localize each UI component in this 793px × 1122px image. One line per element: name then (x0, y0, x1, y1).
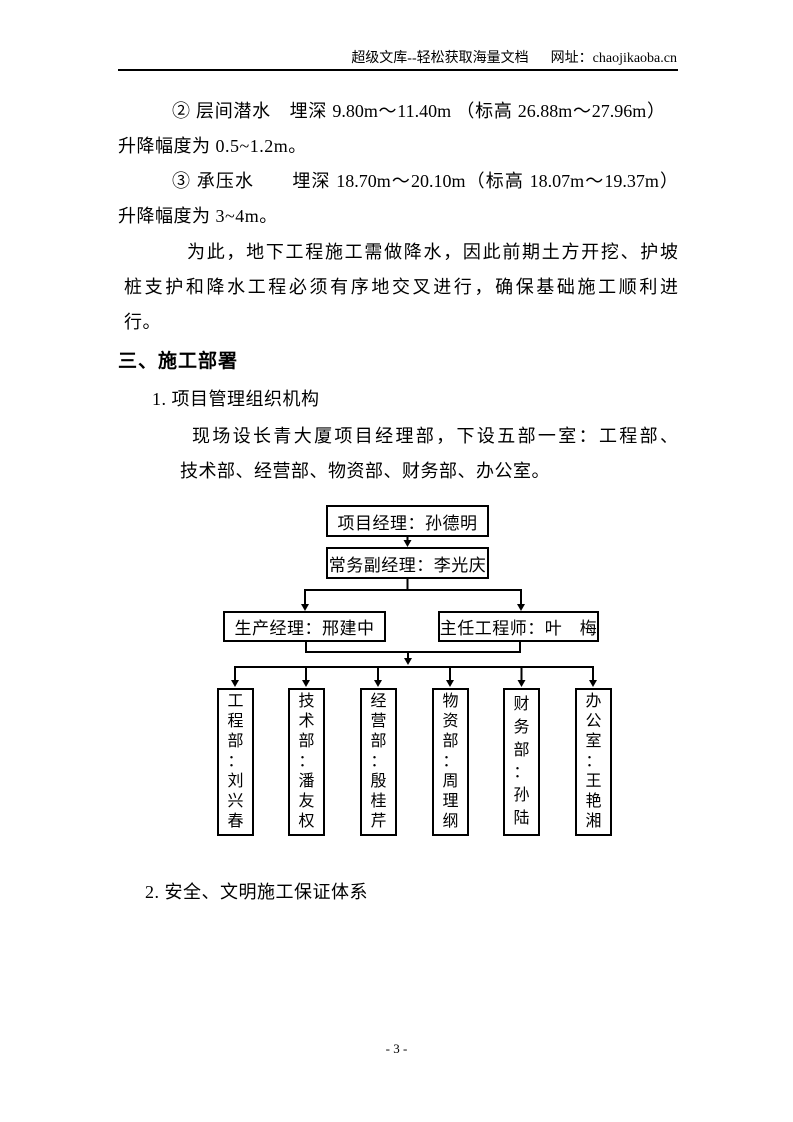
dept-char: ： (227, 753, 244, 770)
dept-char: 陆 (513, 810, 530, 828)
paragraph-item3-line1: ③ 承压水 埋深 18.70m～20.10m（标高 18.07m～19.37m） (172, 171, 678, 191)
paragraph-summary-line3: 行。 (124, 312, 161, 332)
dept-char: 刘 (227, 773, 244, 790)
dept-char: 艳 (585, 793, 602, 810)
dept-char: 资 (442, 713, 459, 730)
box-deputy-manager: 常务副经理：李光庆 (326, 547, 489, 579)
dept-char: 室 (585, 733, 602, 750)
dept-char: 理 (442, 793, 459, 810)
subsection-1-heading: 1. 项目管理组织机构 (152, 389, 320, 409)
dept-char: 权 (298, 813, 315, 830)
box-production-manager: 生产经理：邢建中 (223, 611, 386, 642)
dept-char: 殷 (370, 773, 387, 790)
dept-char: 芹 (370, 813, 387, 830)
dept-char: 财 (513, 695, 530, 713)
dept-char: 桂 (370, 793, 387, 810)
dept-char: 兴 (227, 793, 244, 810)
dept-char: 营 (370, 713, 387, 730)
dept-char: ： (585, 753, 602, 770)
dept-char: 技 (298, 693, 315, 710)
paragraph-item2-line2: 升降幅度为 0.5~1.2m。 (118, 136, 307, 156)
dept-char: 务 (513, 718, 530, 736)
dept-char: ： (513, 764, 530, 782)
dept-char: 经 (370, 693, 387, 710)
header-divider (118, 69, 678, 71)
dept-char: 部 (298, 733, 315, 750)
page-header: 超级文库--轻松获取海量文档 网址：chaojikaoba.cn (351, 51, 677, 67)
dept-char: 潘 (298, 773, 315, 790)
dept-box-technology: 技术部 ： 潘友权 (288, 688, 325, 836)
dept-char: 部 (513, 741, 530, 759)
dept-char: ： (442, 753, 459, 770)
dept-char: 工 (227, 693, 244, 710)
dept-box-operations: 经营部 ： 殷桂芹 (360, 688, 397, 836)
dept-char: 湘 (585, 813, 602, 830)
dept-char: 程 (227, 713, 244, 730)
header-site-text: 超级文库--轻松获取海量文档 (351, 51, 529, 66)
dept-char: 周 (442, 773, 459, 790)
dept-char: 部 (442, 733, 459, 750)
dept-char: 纲 (442, 813, 459, 830)
dept-char: 友 (298, 793, 315, 810)
dept-box-office: 办公室 ： 王艳湘 (575, 688, 612, 836)
subsection-1-text-line2: 技术部、经营部、物资部、财务部、办公室。 (180, 461, 550, 481)
dept-box-materials: 物资部 ： 周理纲 (432, 688, 469, 836)
dept-char: 办 (585, 693, 602, 710)
subsection-2-heading: 2. 安全、文明施工保证体系 (145, 882, 368, 902)
dept-char: 部 (227, 733, 244, 750)
header-url-text: 网址：chaojikaoba.cn (550, 51, 677, 66)
dept-char: 王 (585, 773, 602, 790)
paragraph-summary-line1: 为此，地下工程施工需做降水，因此前期土方开挖、护坡 (187, 242, 678, 262)
dept-char: 公 (585, 713, 602, 730)
dept-char: 春 (227, 813, 244, 830)
dept-char: ： (298, 753, 315, 770)
section-heading: 三、施工部署 (118, 351, 239, 372)
paragraph-summary-line2: 桩支护和降水工程必须有序地交叉进行，确保基础施工顺利进 (124, 277, 678, 297)
paragraph-item3-line2: 升降幅度为 3~4m。 (118, 206, 278, 226)
dept-char: 术 (298, 713, 315, 730)
box-chief-engineer: 主任工程师：叶 梅 (438, 611, 599, 642)
subsection-1-text-line1: 现场设长青大厦项目经理部，下设五部一室：工程部、 (192, 426, 678, 446)
dept-char: 物 (442, 693, 459, 710)
dept-char: 部 (370, 733, 387, 750)
paragraph-item2-line1: ② 层间潜水 埋深 9.80m～11.40m （标高 26.88m～27.96m… (172, 101, 665, 121)
dept-box-finance: 财务部 ： 孙陆 (503, 688, 540, 836)
dept-char: 孙 (513, 787, 530, 805)
box-project-manager: 项目经理：孙德明 (326, 505, 489, 537)
page-number: - 3 - (385, 1041, 408, 1056)
dept-box-engineering: 工程部 ： 刘兴春 (217, 688, 254, 836)
dept-char: ： (370, 753, 387, 770)
